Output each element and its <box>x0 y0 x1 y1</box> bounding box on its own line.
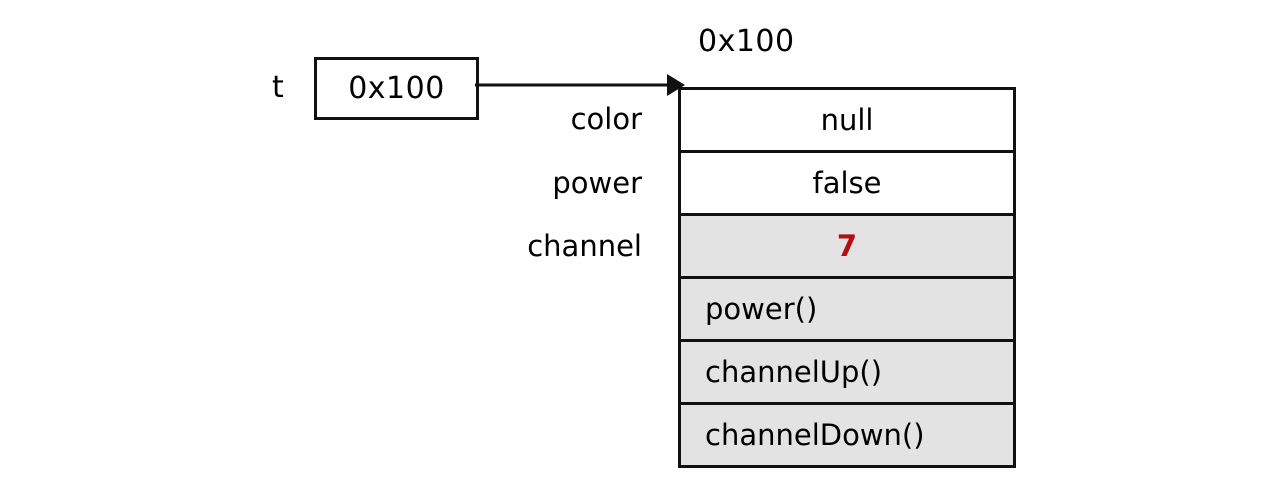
field-value-power: false <box>812 166 882 200</box>
reference-value: 0x100 <box>348 70 445 106</box>
reference-variable-box: 0x100 <box>314 57 479 120</box>
field-value-channel: 7 <box>836 229 858 263</box>
variable-name-label: t <box>272 70 284 105</box>
object-method-row: channelDown() <box>681 402 1013 465</box>
object-field-row: false <box>681 150 1013 213</box>
object-box: null false 7 power() channelUp() channel… <box>678 87 1016 468</box>
object-field-row: null <box>681 90 1013 150</box>
method-label-channel-up: channelUp() <box>705 355 883 389</box>
object-method-row: channelUp() <box>681 339 1013 402</box>
method-label-channel-down: channelDown() <box>705 418 925 452</box>
method-label-power: power() <box>705 292 818 326</box>
object-address-label: 0x100 <box>698 24 795 59</box>
field-value-color: null <box>820 103 874 137</box>
field-label-channel: channel <box>527 229 642 263</box>
field-label-power: power <box>552 166 642 200</box>
object-field-row: 7 <box>681 213 1013 276</box>
object-method-row: power() <box>681 276 1013 339</box>
arrow-right-icon <box>475 62 685 112</box>
